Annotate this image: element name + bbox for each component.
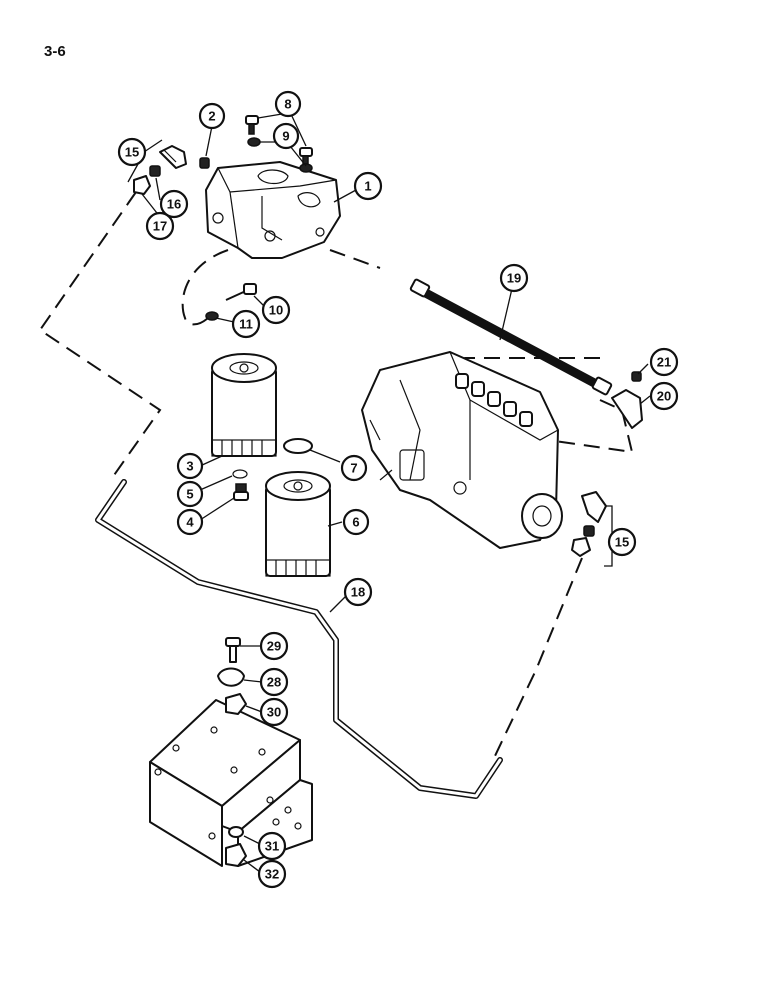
callout-7: 7	[340, 454, 368, 482]
bolt-10	[225, 283, 257, 301]
callout-30: 30	[259, 697, 289, 727]
svg-text:29: 29	[267, 639, 281, 654]
svg-text:6: 6	[352, 515, 359, 530]
drain-plug-4	[233, 483, 249, 501]
callout-4: 4	[176, 508, 204, 536]
callout-3: 3	[176, 452, 204, 480]
callout-9: 9	[272, 122, 300, 150]
o-ring-5	[232, 469, 248, 479]
injection-line-19	[409, 278, 613, 396]
fitting-16	[149, 165, 161, 177]
plug-21	[631, 371, 642, 382]
callout-28: 28	[259, 667, 289, 697]
svg-text:8: 8	[284, 97, 291, 112]
svg-text:4: 4	[186, 515, 194, 530]
svg-text:28: 28	[267, 675, 281, 690]
plug-2	[199, 157, 210, 169]
elbow-fitting-upper-left	[159, 145, 187, 169]
dashed-line-pump-right	[519, 399, 634, 454]
callout-5: 5	[176, 480, 204, 508]
washer-31	[228, 826, 244, 838]
injection-pump	[361, 351, 563, 549]
svg-text:11: 11	[239, 317, 253, 332]
svg-text:2: 2	[208, 109, 215, 124]
callout-32: 32	[257, 859, 287, 889]
clamp-28	[217, 667, 245, 687]
filter-head	[205, 161, 341, 259]
svg-text:1: 1	[364, 179, 371, 194]
dashed-line-head-to-pump	[329, 249, 381, 269]
nut-17	[133, 175, 151, 195]
svg-text:30: 30	[267, 705, 281, 720]
callout-19: 19	[499, 263, 529, 293]
callout-17: 17	[145, 211, 175, 241]
callout-16: 16	[159, 189, 189, 219]
fuel-filter-6	[265, 471, 331, 577]
washer-9-left	[247, 137, 261, 147]
svg-text:16: 16	[167, 197, 181, 212]
callout-2: 2	[198, 102, 226, 130]
svg-text:21: 21	[657, 355, 671, 370]
svg-text:15: 15	[125, 145, 139, 160]
callout-15-left: 15	[117, 137, 147, 167]
nut-right	[571, 537, 591, 557]
nut-32	[225, 843, 247, 867]
callout-20: 20	[649, 381, 679, 411]
seal-ring-7	[283, 438, 313, 454]
fuel-filter-3	[211, 353, 277, 457]
bolt-29	[225, 637, 241, 663]
dashed-line-pump-bottom	[493, 557, 583, 759]
injector-outlets	[455, 373, 533, 427]
callout-29: 29	[259, 631, 289, 661]
svg-text:20: 20	[657, 389, 671, 404]
washer-11	[205, 311, 219, 321]
svg-text:5: 5	[186, 487, 193, 502]
dashed-line-bolt-loop	[181, 249, 229, 326]
svg-text:31: 31	[265, 839, 279, 854]
callout-6: 6	[342, 508, 370, 536]
mounting-bracket	[149, 699, 313, 867]
svg-text:9: 9	[282, 129, 289, 144]
elbow-20	[611, 389, 643, 429]
callout-8: 8	[274, 90, 302, 118]
washer-9-right	[299, 163, 313, 173]
svg-text:3: 3	[186, 459, 193, 474]
svg-text:19: 19	[507, 271, 521, 286]
callout-15-right: 15	[607, 527, 637, 557]
fitting-right-small	[583, 525, 595, 537]
svg-text:32: 32	[265, 867, 279, 882]
bolt-8-left	[245, 115, 259, 135]
callout-21: 21	[649, 347, 679, 377]
svg-text:10: 10	[269, 303, 283, 318]
elbow-fitting-right	[581, 491, 607, 523]
callout-11: 11	[231, 309, 261, 339]
callout-10: 10	[261, 295, 291, 325]
nut-30	[225, 693, 247, 715]
fuel-tube	[95, 479, 503, 799]
svg-text:7: 7	[350, 461, 357, 476]
callout-1: 1	[353, 171, 383, 201]
svg-text:18: 18	[351, 585, 365, 600]
page-number: 3-6	[44, 43, 66, 60]
callout-18: 18	[343, 577, 373, 607]
svg-text:15: 15	[615, 535, 629, 550]
callout-31: 31	[257, 831, 287, 861]
dashed-line-to-filter-head	[38, 191, 162, 479]
svg-text:17: 17	[153, 219, 167, 234]
